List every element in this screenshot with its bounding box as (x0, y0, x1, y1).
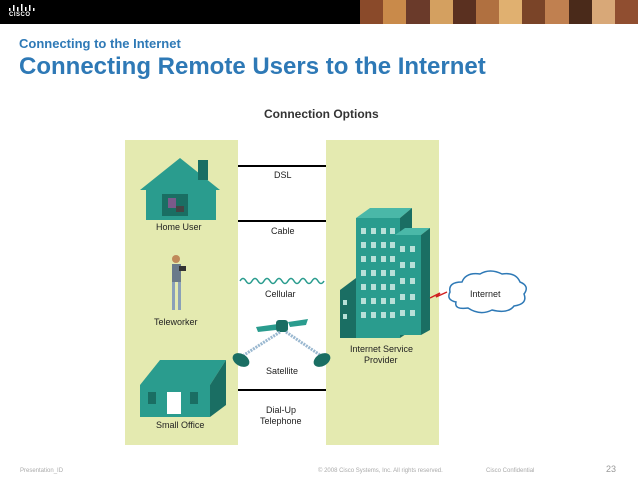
home-user-label: Home User (156, 222, 202, 232)
teleworker-label: Teleworker (154, 317, 198, 327)
footer-presentation-id: Presentation_ID (20, 468, 64, 474)
page-number: 23 (606, 464, 617, 474)
top-banner: CISCO (0, 0, 638, 24)
internet-cloud-icon (448, 270, 527, 314)
satellite-dish-left-icon (232, 353, 250, 367)
teleworker-icon (172, 255, 186, 310)
small-office-icon (140, 360, 226, 417)
isp-building-icon (340, 208, 430, 338)
cellular-label: Cellular (265, 289, 296, 299)
dialup-label-line2: Telephone (260, 416, 302, 426)
footer-confidential: Cisco Confidential (486, 468, 535, 474)
internet-label: Internet (470, 289, 501, 299)
footer-copyright: © 2008 Cisco Systems, Inc. All rights re… (318, 468, 443, 474)
slide-title: Connecting Remote Users to the Internet (19, 53, 486, 80)
cisco-logo-icon (9, 4, 35, 11)
cisco-logo-text: CISCO (9, 12, 31, 18)
satellite-label: Satellite (266, 366, 299, 376)
diagram-title: Connection Options (264, 107, 379, 121)
dsl-label: DSL (274, 170, 292, 180)
dialup-label-line1: Dial-Up (266, 405, 297, 415)
home-user-icon (140, 158, 220, 220)
satellite-icon (243, 319, 321, 357)
cable-label: Cable (271, 226, 295, 236)
isp-label-line2: Provider (364, 355, 398, 365)
small-office-label: Small Office (156, 420, 205, 430)
banner-photos (360, 0, 638, 24)
internet-link-icon (429, 291, 448, 299)
slide-subtitle: Connecting to the Internet (19, 36, 181, 51)
satellite-dish-right-icon (313, 353, 331, 367)
cellular-wave (239, 277, 325, 285)
isp-label-line1: Internet Service (350, 344, 414, 354)
